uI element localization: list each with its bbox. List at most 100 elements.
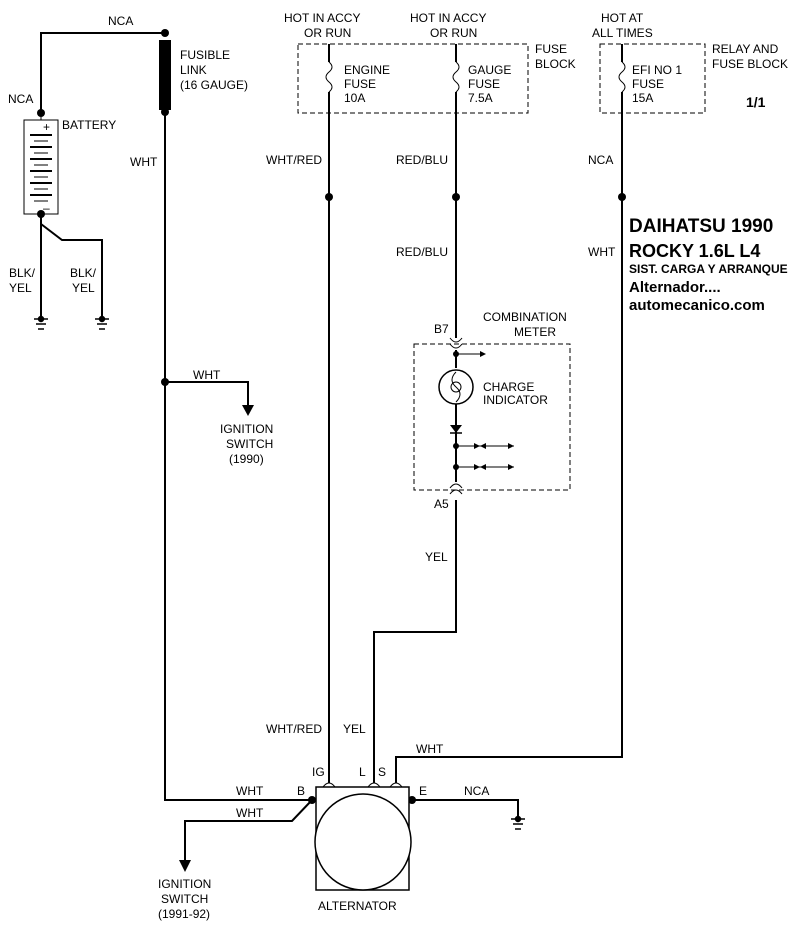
label-e: E [419,784,427,798]
label-yel-bottom: YEL [343,722,366,736]
connector-a5 [449,483,463,495]
label-hot-accy-2a: HOT IN ACCY [410,11,486,25]
connector-ig [322,782,336,788]
wire-wht-ign-1990 [165,381,249,405]
label-wht-link: WHT [130,155,158,169]
splice-nca-efi [618,193,626,201]
wire-wht-ign-9192 [184,799,313,860]
label-b: B [297,784,305,798]
label-engine-fuse-c: 10A [344,91,365,105]
label-fuse-block-a: FUSE [535,42,567,56]
label-hot-accy-1b: OR RUN [304,26,351,40]
alternator-symbol [314,786,412,891]
label-red-blu-2: RED/BLU [396,245,448,259]
label-combination-meter-a: COMBINATION [483,310,567,324]
relay-fuse-block-box [599,43,706,114]
splice-b [308,796,316,804]
connector-b7 [449,337,463,349]
label-blk-yel-1b: YEL [9,281,32,295]
fuse-block-box [297,43,529,114]
label-b7: B7 [434,322,449,336]
label-ignition-1990-b: SWITCH [226,437,273,451]
label-hot-accy-2b: OR RUN [430,26,477,40]
wire-nca-e [412,799,519,818]
label-fusible-link-1: FUSIBLE [180,48,230,62]
header-component: Alternador.... [629,279,721,296]
combination-meter-box [413,343,571,491]
splices [37,29,626,804]
fuse-icon [325,61,333,93]
label-hot-at-b: ALL TIMES [592,26,653,40]
label-charge-indicator-a: CHARGE [483,380,534,394]
label-wht-red-top: WHT/RED [266,153,322,167]
label-hot-accy-1a: HOT IN ACCY [284,11,360,25]
splice-fusible-top [161,29,169,37]
label-hot-at-a: HOT AT [601,11,644,25]
label-nca-top: NCA [108,14,133,28]
fuse-icon [452,61,460,93]
label-gauge-fuse-a: GAUGE [468,63,511,77]
label-wht-ign: WHT [193,368,221,382]
diode-icon [450,425,462,433]
wire-nca-top [40,32,165,113]
label-engine-fuse-b: FUSE [344,77,376,91]
label-ig: IG [312,765,325,779]
ground-icon [511,815,525,830]
battery-minus: – [43,201,50,215]
wire-yel [373,500,457,783]
label-wht-b1: WHT [236,784,264,798]
label-blk-yel-2a: BLK/ [70,266,97,280]
label-s: S [378,765,386,779]
label-efi-fuse-a: EFI NO 1 [632,63,682,77]
label-l: L [359,765,366,779]
label-ignition-9192-b: SWITCH [161,892,208,906]
label-fuse-block-b: BLOCK [535,57,576,71]
splice-red-blu-1 [452,193,460,201]
label-wht-s: WHT [416,742,444,756]
label-relay-fuse-a: RELAY AND [712,42,779,56]
label-relay-fuse-b: FUSE BLOCK [712,57,788,71]
label-nca-e: NCA [464,784,489,798]
splice-wht-ign [161,378,169,386]
label-alternator: ALTERNATOR [318,899,397,913]
label-ignition-9192-a: IGNITION [158,877,211,891]
label-fusible-link-3: (16 GAUGE) [180,78,248,92]
label-ignition-9192-c: (1991-92) [158,907,210,921]
label-efi-fuse-b: FUSE [632,77,664,91]
label-blk-yel-1a: BLK/ [9,266,36,280]
ground-icon [95,315,109,330]
battery-symbol [23,113,59,215]
header-brand-year: DAIHATSU 1990 [629,216,773,237]
label-yel-mid: YEL [425,550,448,564]
wires [40,32,623,860]
fusible-link-symbol [159,40,171,110]
label-a5: A5 [434,497,449,511]
wire-efi-wht [395,100,623,783]
header-system: SIST. CARGA Y ARRANQUE [629,262,788,276]
header-model: ROCKY 1.6L L4 [629,241,760,261]
battery-plus: + [43,120,50,134]
label-battery: BATTERY [62,118,116,132]
label-nca-efi: NCA [588,153,613,167]
label-fusible-link-2: LINK [180,63,207,77]
wire-blk-yel-2 [40,223,103,318]
label-charge-indicator-b: INDICATOR [483,393,548,407]
label-gauge-fuse-b: FUSE [468,77,500,91]
wire-wht-main [164,112,312,801]
label-red-blu-1: RED/BLU [396,153,448,167]
header-site: automecanico.com [629,297,765,314]
fuse-icon [618,61,626,93]
label-wht-red-bottom: WHT/RED [266,722,322,736]
ground-icon [34,315,48,330]
splice-e [408,796,416,804]
label-blk-yel-2b: YEL [72,281,95,295]
label-gauge-fuse-c: 7.5A [468,91,493,105]
label-combination-meter-b: METER [514,325,556,339]
splice-wht-red [325,193,333,201]
label-ignition-1990-c: (1990) [229,452,264,466]
connector-l [367,782,381,788]
label-ignition-1990-a: IGNITION [220,422,273,436]
label-wht-b2: WHT [236,806,264,820]
label-wht-efi: WHT [588,245,616,259]
page-number: 1/1 [746,94,766,110]
